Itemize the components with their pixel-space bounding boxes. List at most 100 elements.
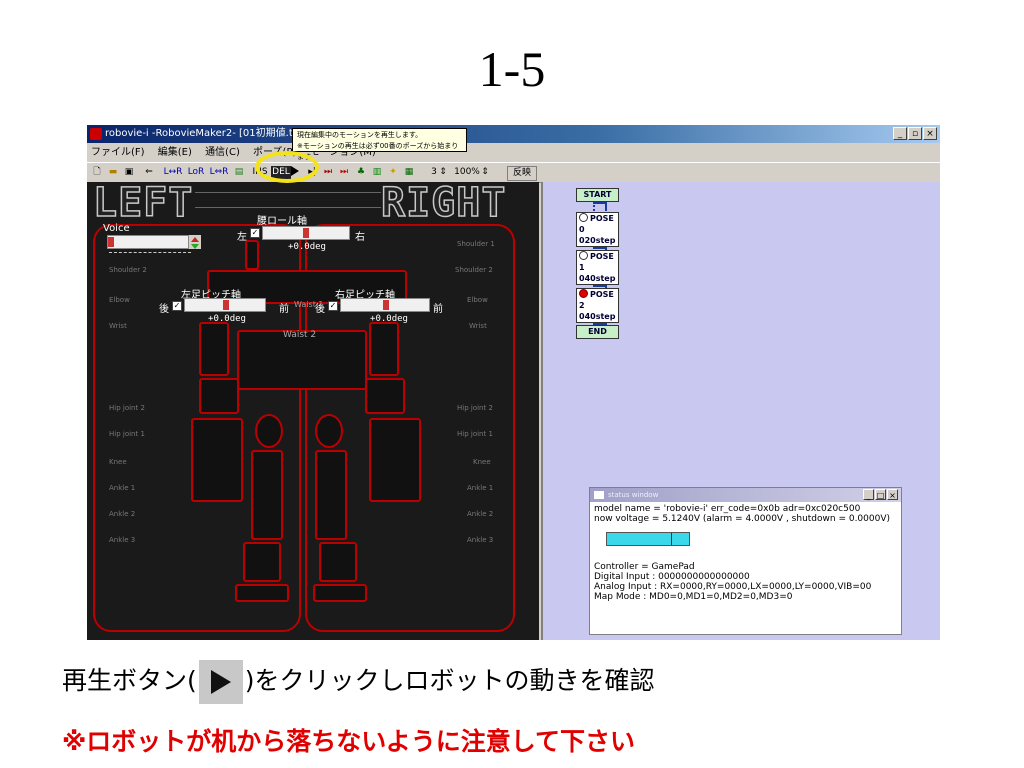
right-pitch-front: 前 [433,304,443,315]
step-value[interactable]: 3 [431,167,437,177]
waist-roll-right: 右 [355,232,365,243]
voltage-bar [606,532,690,546]
left-pitch-check[interactable]: ✓ [172,301,182,311]
back-arrow-icon[interactable]: ⇐ [145,167,153,177]
pose-name: POSE 2 [579,290,614,310]
pose-node[interactable]: POSE 0 020step [576,212,619,247]
map-mode-info: Map Mode : MD0=0,MD1=0,MD2=0,MD3=0 [594,592,793,602]
left-pitch-slider[interactable] [184,298,266,312]
play-button-illustration [198,660,243,704]
bulb-icon[interactable]: ✦ [389,167,397,177]
zoom-spinner-icon[interactable]: ⇕ [481,167,489,177]
menu-bar: ファイル(F) 編集(E) 通信(C) ポーズ(P) モーション(M) [87,144,940,162]
left-pitch-back: 後 [159,304,169,315]
waist-roll-left: 左 [237,232,247,243]
open-folder-icon[interactable]: ▬ [108,167,118,177]
fast-forward-icon[interactable]: ⏭ [323,167,333,177]
right-part-label: Shoulder 1 [457,240,495,248]
menu-edit[interactable]: 編集(E) [157,147,192,158]
save-icon[interactable]: ▣ [124,167,134,177]
left-part-label: Wrist [109,322,127,330]
right-part-label: Ankle 3 [467,536,494,544]
left-pitch-front: 前 [279,304,289,315]
waist-roll-knob[interactable] [303,228,309,238]
slide-title: 1-5 [478,41,546,97]
left-foot [235,584,289,602]
pose-node[interactable]: POSE 1 040step [576,250,619,285]
pose-radio-active-icon[interactable] [579,289,588,298]
tooltip-line-2: ※モーションの再生は必ず00番のポーズから始まります [297,142,459,161]
voice-dash [109,252,191,253]
play-tooltip: 現在編集中のモーションを再生します。 ※モーションの再生は必ず00番のポーズから… [292,128,467,161]
left-hip-joint [255,414,283,448]
right-pitch-check[interactable]: ✓ [328,301,338,311]
status-window: status window _ □ × model name = 'robovi… [589,487,902,635]
minimize-button[interactable]: _ [893,127,907,140]
right-leg [315,450,347,540]
left-part-label: Hip joint 2 [109,404,145,412]
record-icon[interactable]: ⏭ [339,167,349,177]
start-node[interactable]: START [576,188,619,202]
right-part-label: Hip joint 1 [457,430,493,438]
right-foot [313,584,367,602]
right-part-label: Hip joint 2 [457,404,493,412]
left-part-label: Ankle 3 [109,536,136,544]
waist1-label: Waist 1 [294,300,324,309]
robot-icon[interactable]: ♣ [356,167,366,177]
left-arm-lower [191,418,243,502]
right-pitch-knob[interactable] [383,300,389,310]
toolbar: 🗋 ▬ ▣ ⇐ L↔R LoR L⇔R ▤ INS DEL ▸| ⏭ ⏭ ♣ ▥… [87,162,940,183]
status-window-icon [594,491,604,499]
right-arm-lower [369,418,421,502]
new-file-icon[interactable]: 🗋 [93,167,101,177]
left-pitch-knob[interactable] [223,300,229,310]
mirror-lr-button[interactable]: L↔R [163,167,183,177]
copy-lr-button[interactable]: LoR [187,167,205,177]
end-node[interactable]: END [576,325,619,339]
voice-slider-knob[interactable] [108,237,114,247]
heading-divider [195,192,381,208]
swap-lr-button[interactable]: L⇔R [209,167,229,177]
pose-radio-icon[interactable] [579,213,588,222]
app-icon [90,128,102,140]
right-wrist-limb [365,378,405,414]
right-part-label: Shoulder 2 [455,266,493,274]
reflect-button[interactable]: 反映 [507,166,537,181]
left-part-label: Elbow [109,296,130,304]
pose-radio-icon[interactable] [579,251,588,260]
pose-name: POSE 0 [579,214,614,234]
left-body-outline [93,224,301,632]
app-screenshot: robovie-i -RobovieMaker2- [01初期値.txt] _ … [87,125,940,640]
right-part-label: Wrist [469,322,487,330]
node-icon[interactable]: ▤ [234,167,244,177]
cpu-icon[interactable]: ▥ [372,167,382,177]
status-titlebar: status window _ □ × [590,488,901,502]
spin-arrows-icon [191,237,199,249]
pose-node-active[interactable]: POSE 2 040step [576,288,619,323]
status-maximize-button[interactable]: □ [875,489,886,500]
step-spinner-icon[interactable]: ⇕ [439,167,447,177]
voice-spinner[interactable] [189,235,201,249]
waist-roll-value: +0.0deg [288,242,326,252]
restore-button[interactable]: ▫ [908,127,922,140]
menu-file[interactable]: ファイル(F) [91,147,145,158]
play-highlight-ring [255,151,319,183]
waist-block [237,330,367,390]
chart-icon[interactable]: ▦ [404,167,414,177]
zoom-value[interactable]: 100% [454,167,480,177]
window-title: robovie-i -RobovieMaker2- [01初期値.txt] [105,128,307,139]
status-close-button[interactable]: × [887,489,898,500]
waist-roll-left-check[interactable]: ✓ [250,228,260,238]
warning-note: ※ロボットが机から落ちないように注意して下さい [62,727,636,756]
status-minimize-button[interactable]: _ [863,489,874,500]
voice-slider[interactable] [107,235,189,249]
left-pitch-value: +0.0deg [208,314,246,324]
menu-comm[interactable]: 通信(C) [205,147,240,158]
menu-motion[interactable]: モーション(M) [309,147,376,158]
close-button[interactable]: × [923,127,937,140]
voice-label: Voice [103,223,130,234]
right-part-label: Knee [473,458,491,466]
right-ankle [319,542,357,582]
waist-roll-slider[interactable] [262,226,350,240]
right-pitch-slider[interactable] [340,298,430,312]
